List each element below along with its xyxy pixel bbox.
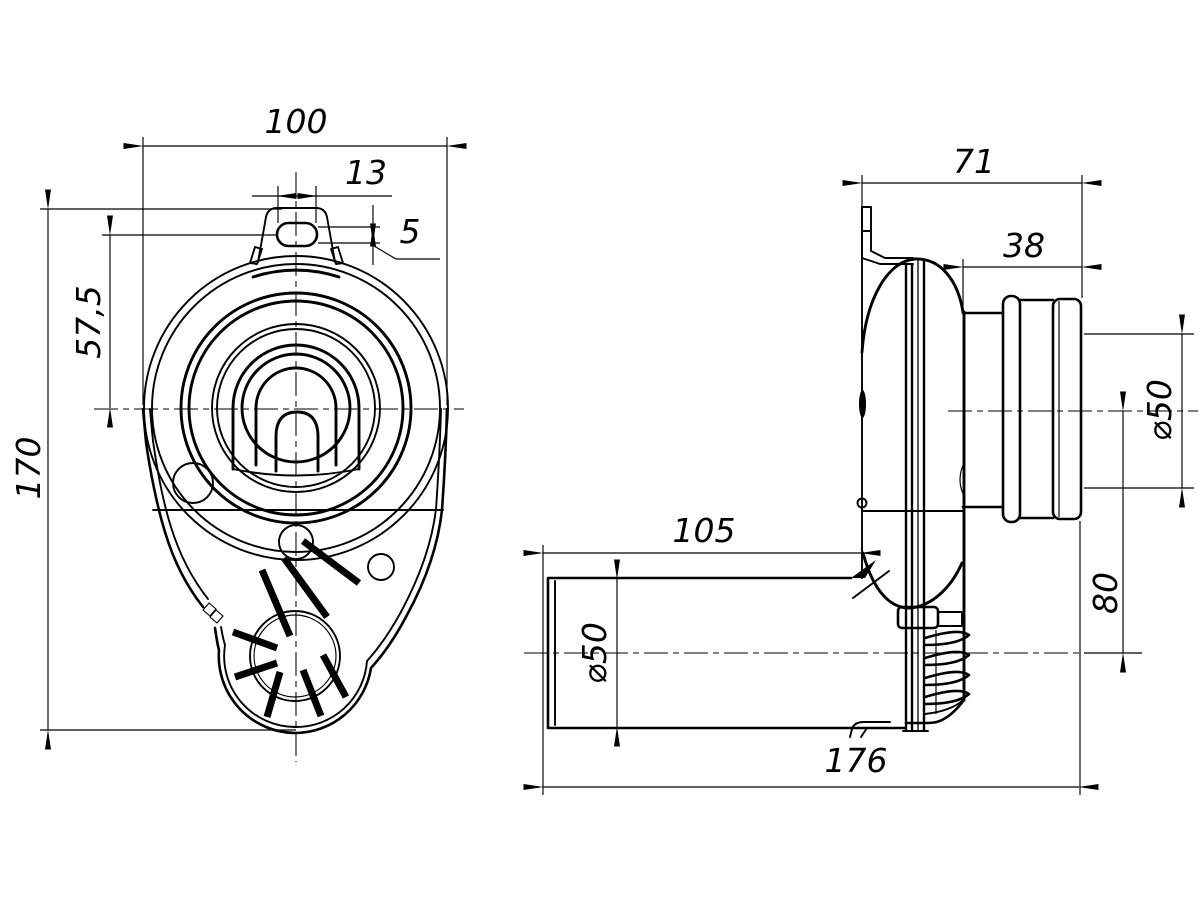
cover-dome	[860, 257, 965, 354]
strainer-profile	[923, 630, 971, 715]
dimension-80: 80	[1084, 391, 1142, 673]
edge-clip-detail	[202, 602, 217, 617]
dimension-176: 176	[523, 521, 1099, 795]
dim-label-100: 100	[265, 102, 328, 141]
bottom-clip	[849, 721, 891, 738]
dim-label-105: 105	[673, 511, 736, 550]
dimension-170: 170	[9, 189, 296, 750]
edge-clip-detail	[209, 609, 224, 624]
outlet-spigot	[961, 294, 1083, 524]
inlet-pipe	[546, 560, 907, 730]
dim-label-inlet-diameter: ⌀50	[575, 622, 614, 684]
dim-label-71: 71	[953, 142, 995, 181]
dimension-38: 38	[943, 226, 1102, 311]
front-view: 100 13 5 57,5	[9, 102, 467, 762]
dim-label-57-5: 57,5	[69, 285, 108, 358]
dim-label-170: 170	[9, 437, 48, 500]
strainer-boss	[231, 538, 362, 718]
dim-label-80: 80	[1086, 572, 1125, 614]
screw-hole-center	[278, 524, 314, 560]
dimension-5: 5	[318, 205, 440, 265]
socket-flare	[851, 560, 876, 578]
dim-label-13: 13	[345, 153, 387, 192]
front-body-outline	[141, 407, 449, 735]
screw-hole-left	[172, 462, 214, 504]
drain-flange-rings	[143, 255, 449, 561]
dim-label-5: 5	[400, 212, 421, 251]
dimension-71: 71	[842, 142, 1102, 298]
dimension-100: 100	[123, 102, 467, 405]
dim-label-38: 38	[1003, 226, 1045, 265]
hole-profile	[856, 497, 868, 509]
boss-profile	[859, 390, 866, 418]
screw-hole-right	[367, 553, 395, 581]
mounting-bracket	[861, 206, 914, 265]
dimension-105: 105	[523, 511, 881, 795]
mounting-tab	[249, 207, 344, 265]
dim-label-176: 176	[825, 741, 888, 780]
dimension-13: 13	[252, 153, 392, 223]
dim-label-outlet-diameter: ⌀50	[1140, 379, 1179, 441]
dimension-inlet-diameter: ⌀50	[575, 559, 620, 747]
tab-slot	[275, 221, 319, 248]
wall-flange	[856, 206, 914, 579]
drain-tongue	[274, 410, 320, 473]
gasket-stack	[902, 260, 929, 732]
dimension-outlet-diameter: ⌀50	[1084, 314, 1194, 508]
dimension-57-5: 57,5	[69, 215, 277, 428]
side-view: 71 38 ⌀50 80 105 ⌀50	[523, 142, 1198, 795]
side-body	[849, 257, 971, 738]
